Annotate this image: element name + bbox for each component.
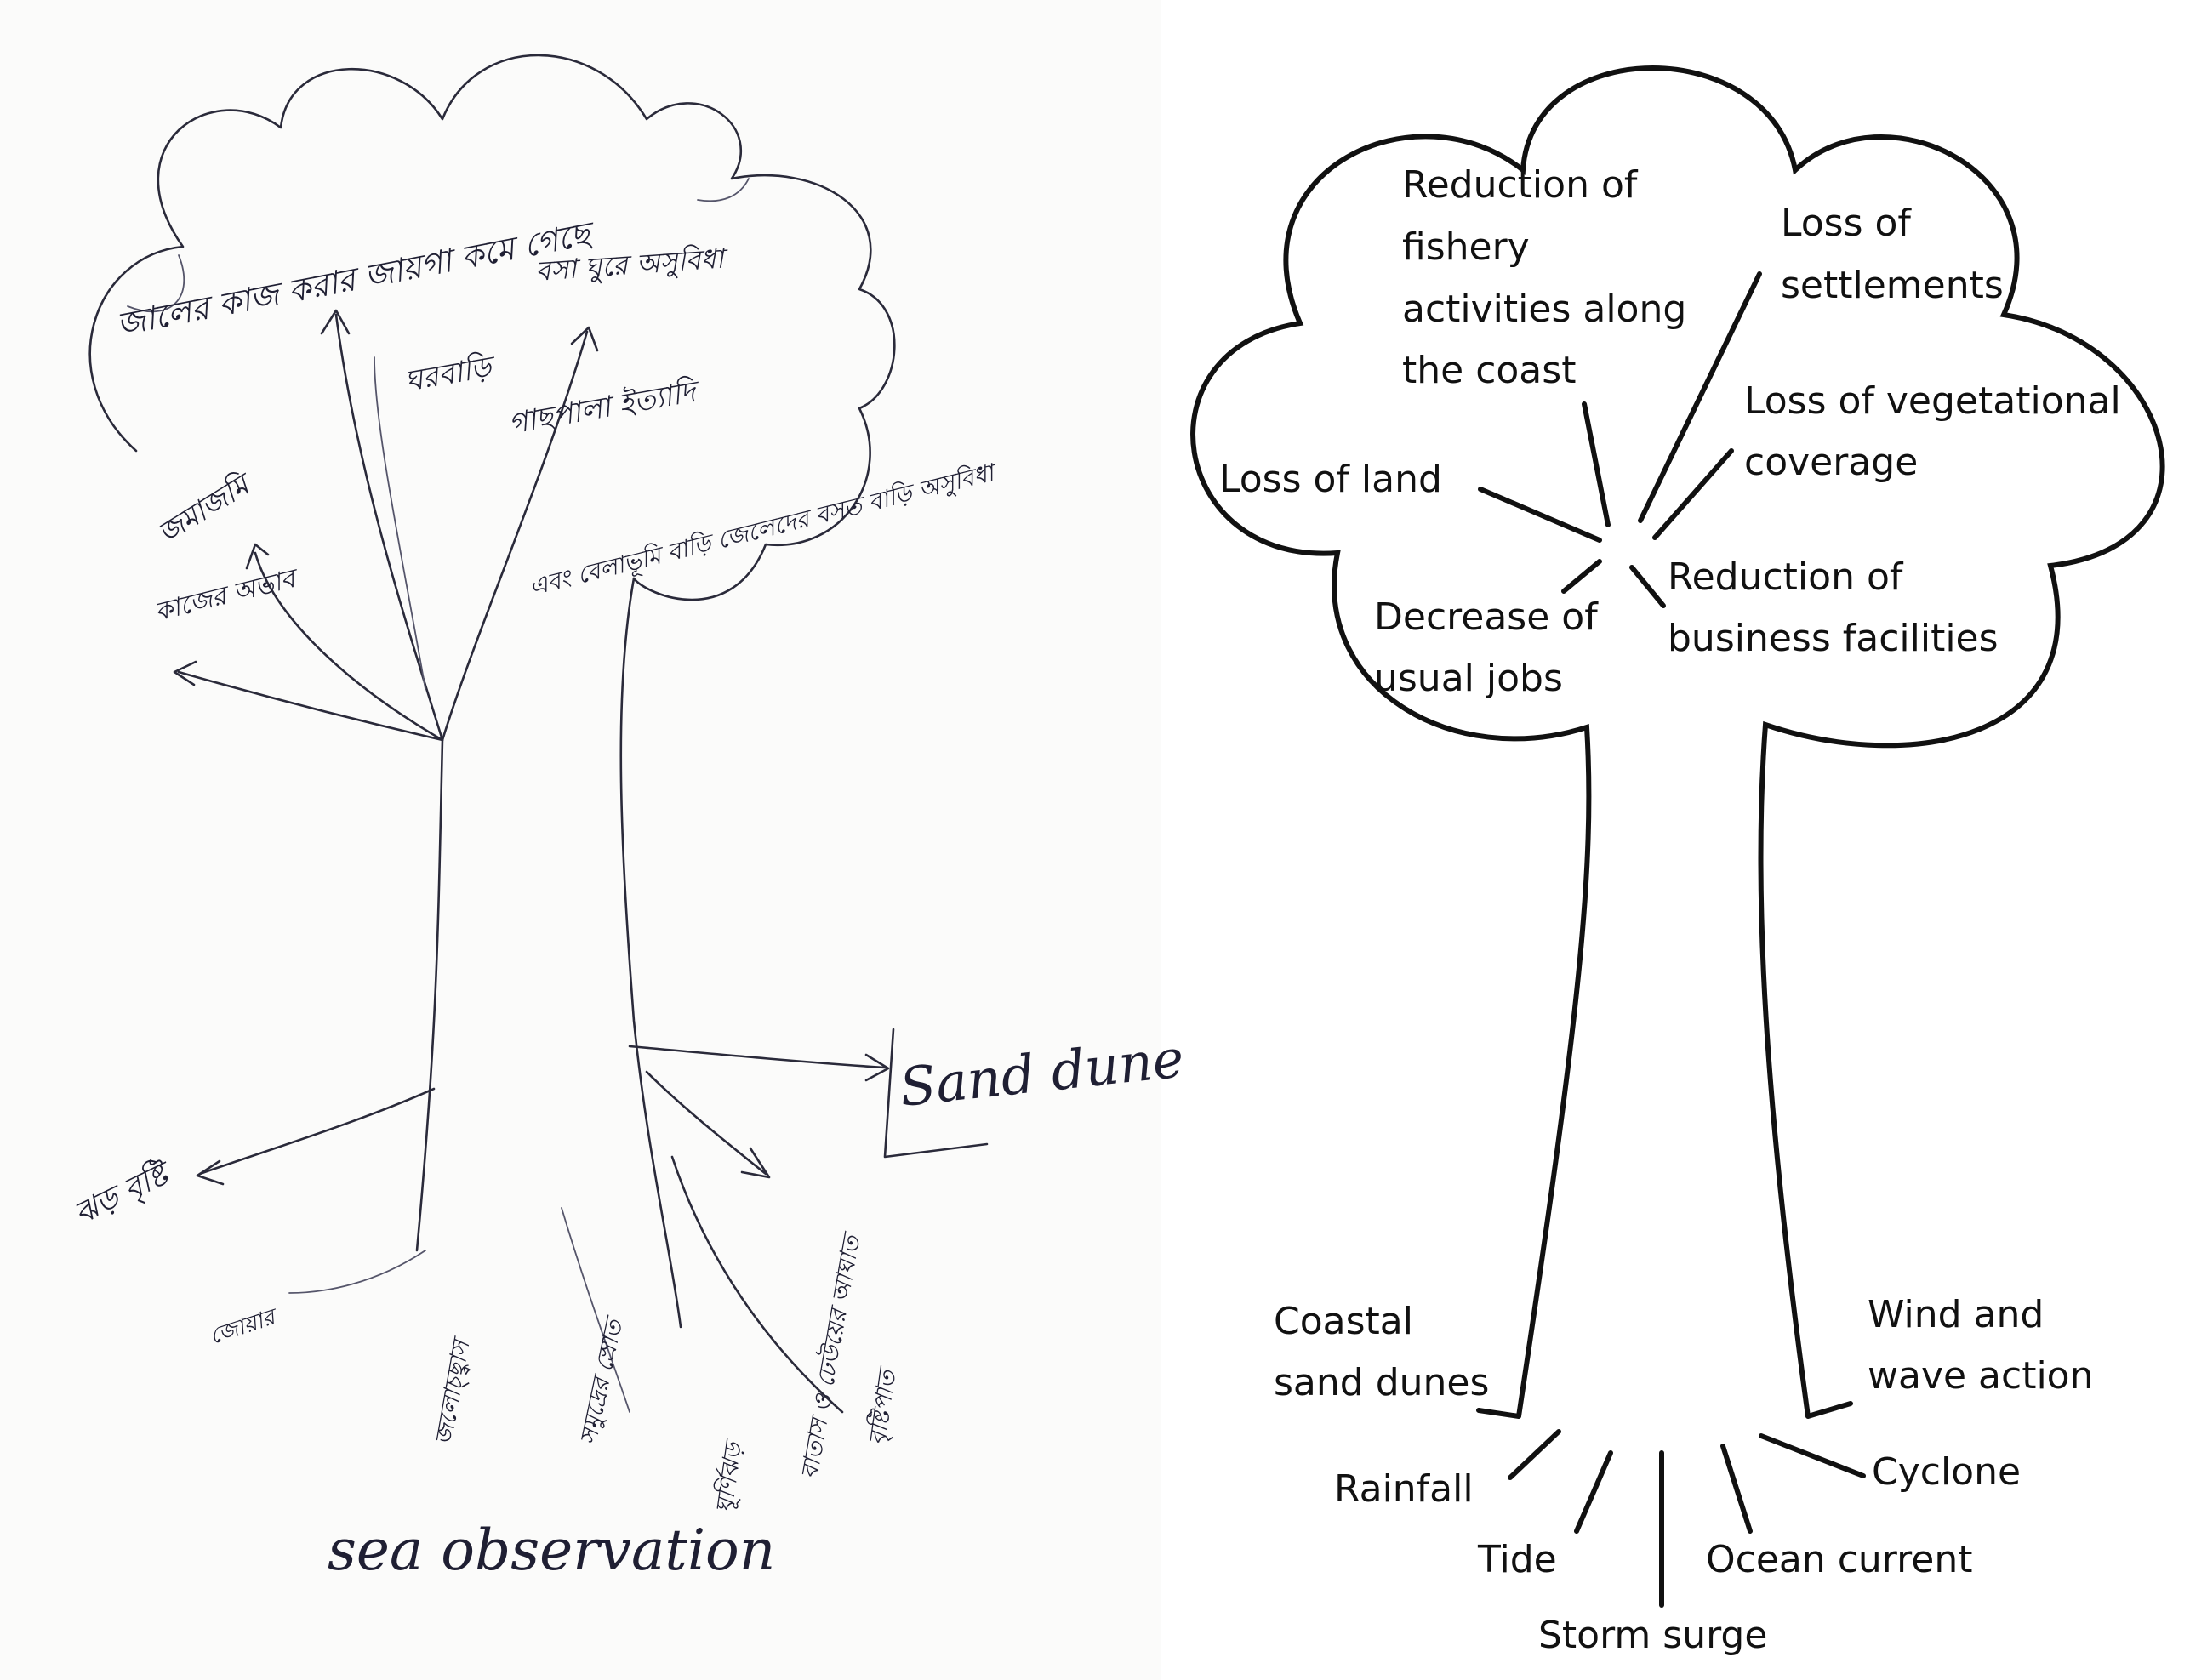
- crown-label-jobs: Decrease of usual jobs: [1374, 595, 1599, 700]
- sketch-branch: [374, 356, 426, 690]
- label-line: sand dunes: [1274, 1361, 1489, 1404]
- sketch-crown-inner-curve: [127, 254, 185, 313]
- spoke-business: [1629, 565, 1666, 608]
- spoke-vegetation: [1652, 448, 1734, 540]
- sketch-root: [628, 1045, 887, 1069]
- sketch-arrowhead: [864, 1053, 890, 1082]
- spoke-land: [1478, 487, 1602, 543]
- sketch-arrowhead: [196, 1159, 225, 1186]
- sketch-arrowhead: [173, 660, 197, 686]
- root-tick-tide: [1574, 1450, 1613, 1534]
- root-tick-ocean-current: [1720, 1444, 1753, 1534]
- label-line: settlements: [1781, 264, 2004, 307]
- root-tick-sand-dunes: [1476, 1408, 1521, 1419]
- crown-label-fishery: Reduction of fishery activities along th…: [1402, 163, 1686, 392]
- label-line: the coast: [1402, 349, 1576, 392]
- label-line: usual jobs: [1374, 657, 1563, 700]
- sketch-trunk-right: [619, 577, 682, 1329]
- root-label-storm-surge: Storm surge: [1538, 1614, 1767, 1657]
- root-label-rainfall: Rainfall: [1334, 1467, 1474, 1511]
- sketch-sand-dune-bracket: [883, 1028, 989, 1159]
- hand-sketch-panel: জালের কাজ করার জায়গা কমে গেছে বসা ঘুরে …: [0, 0, 1187, 1680]
- sketch-root: [645, 1070, 767, 1176]
- sketch-arrowhead: [320, 309, 351, 335]
- sketch-arrowhead: [245, 543, 270, 570]
- root-label-ocean-current: Ocean current: [1706, 1538, 1972, 1581]
- label-line: Wind and: [1868, 1293, 2044, 1336]
- label-line: Decrease of: [1374, 595, 1599, 639]
- spoke-jobs: [1561, 559, 1602, 594]
- root-tick-rainfall: [1508, 1429, 1561, 1480]
- sketch-branch: [254, 551, 444, 742]
- sketch-branch: [177, 670, 444, 742]
- label-line: Reduction of: [1668, 555, 1904, 599]
- root-tick-wind: [1805, 1401, 1853, 1419]
- sketch-root: [198, 1087, 436, 1176]
- spoke-settlements: [1638, 271, 1762, 523]
- sketch-root: [288, 1250, 426, 1294]
- label-line: Reduction of: [1402, 163, 1639, 207]
- crown-label-settlements: Loss of settlements: [1781, 202, 2004, 307]
- sketch-label-sea-observation: sea observation: [328, 1518, 775, 1583]
- label-line: Coastal: [1274, 1300, 1413, 1343]
- sketch-branch: [441, 330, 589, 742]
- root-label-cyclone: Cyclone: [1872, 1450, 2021, 1494]
- label-line: Loss of vegetational: [1744, 379, 2121, 423]
- crown-label-land: Loss of land: [1219, 458, 1442, 501]
- tree-outline: [1190, 65, 2165, 1417]
- root-label-tide: Tide: [1477, 1538, 1557, 1581]
- label-line: business facilities: [1668, 617, 1999, 660]
- label-line: activities along: [1402, 288, 1686, 331]
- label-line: Loss of: [1781, 202, 1912, 245]
- label-line: Loss of land: [1219, 458, 1442, 501]
- sketch-crown-inner-curve: [697, 178, 750, 202]
- sketch-branch: [334, 313, 444, 742]
- sketch-root: [670, 1155, 844, 1414]
- spoke-fishery: [1582, 401, 1611, 527]
- sketch-root: [561, 1207, 630, 1413]
- root-tick-cyclone: [1759, 1433, 1866, 1478]
- sketch-trunk-left: [415, 738, 444, 1252]
- root-label-wind: Wind and wave action: [1868, 1293, 2093, 1398]
- clean-tree-diagram: Reduction of fishery activities along th…: [1190, 65, 2165, 1657]
- label-line: wave action: [1868, 1354, 2093, 1398]
- label-line: coverage: [1744, 441, 1918, 484]
- sketch-crown-outline: [88, 54, 896, 601]
- sketch-arrowhead: [740, 1147, 771, 1179]
- crown-label-business: Reduction of business facilities: [1668, 555, 1999, 660]
- label-line: fishery: [1402, 225, 1530, 269]
- paper-background: [0, 0, 1161, 1680]
- crown-label-vegetation: Loss of vegetational coverage: [1744, 379, 2121, 484]
- root-label-sand-dunes: Coastal sand dunes: [1274, 1300, 1489, 1404]
- sketch-arrowhead: [570, 326, 599, 352]
